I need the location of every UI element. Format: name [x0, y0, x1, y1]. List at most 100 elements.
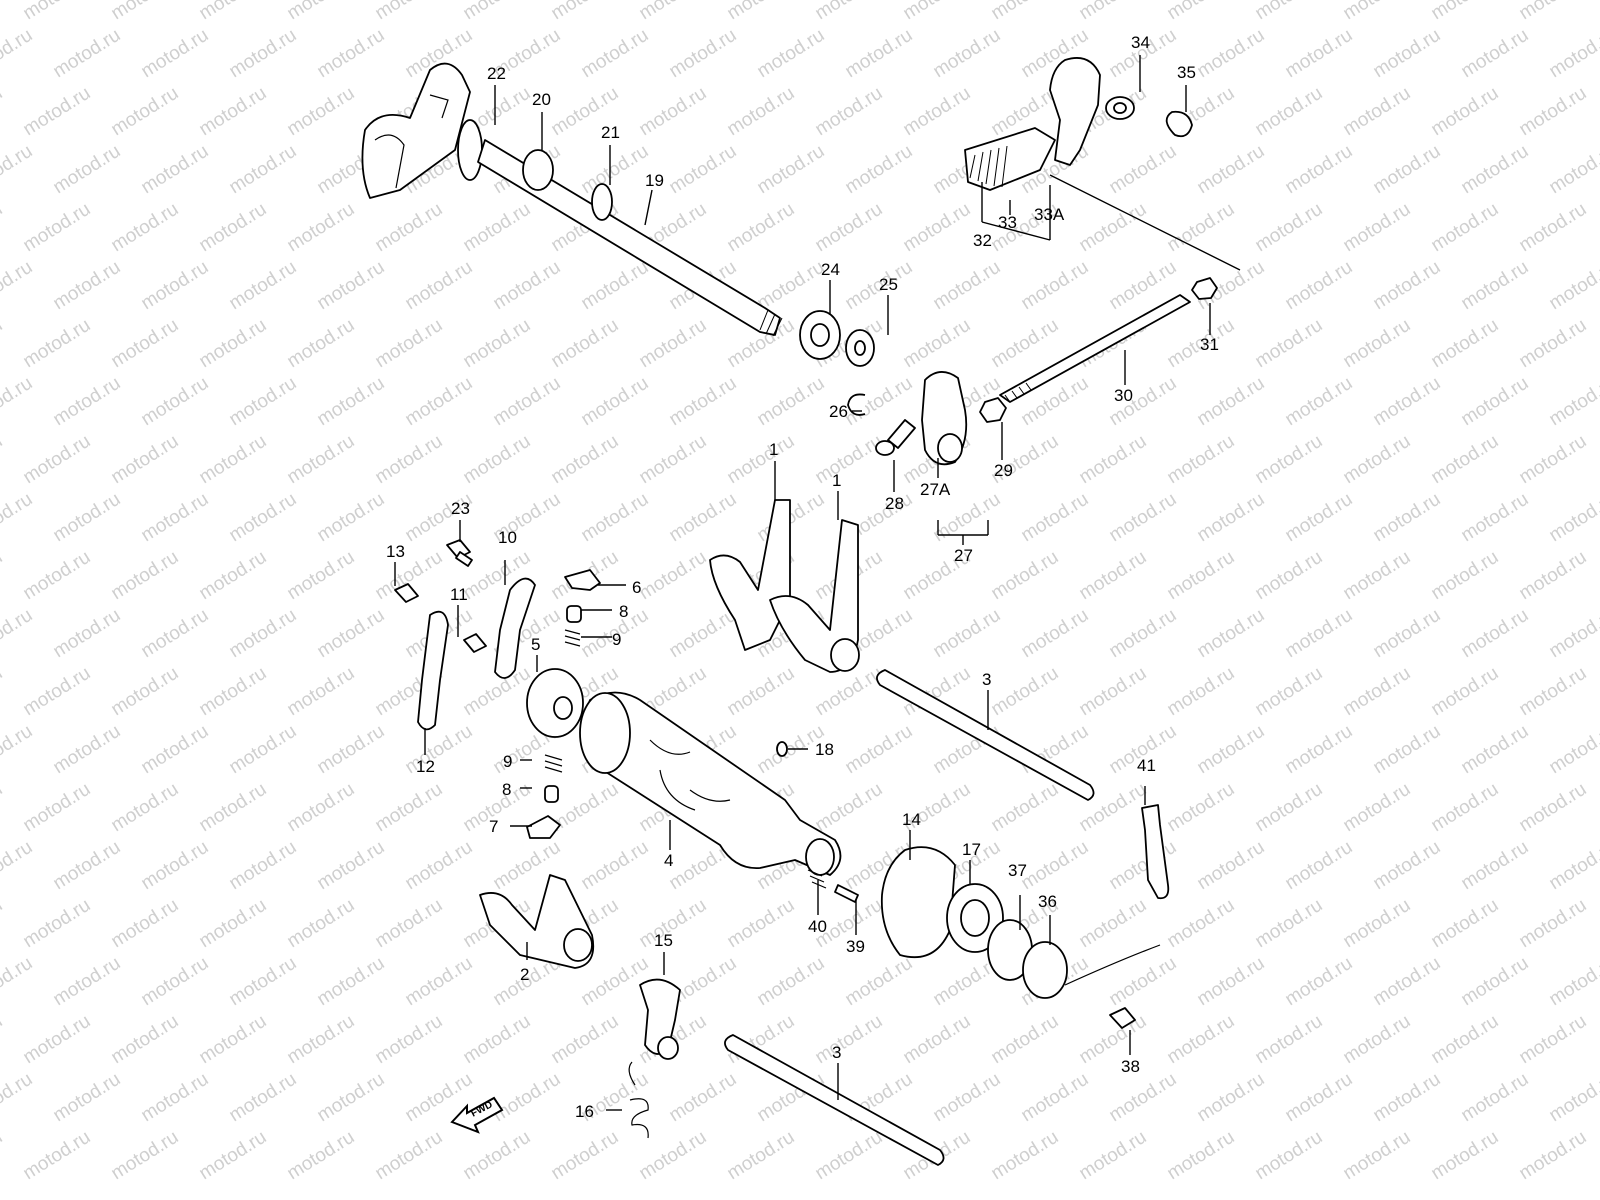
watermark-text: motod.ru	[0, 663, 6, 721]
watermark-text: motod.ru	[1340, 199, 1415, 257]
watermark-text: motod.ru	[1458, 373, 1533, 431]
watermark-text: motod.ru	[1458, 25, 1533, 83]
watermark-text: motod.ru	[108, 547, 183, 605]
watermark-text: motod.ru	[314, 373, 389, 431]
watermark-text: motod.ru	[50, 605, 125, 663]
watermark-text: motod.ru	[0, 257, 36, 315]
watermark-text: motod.ru	[1516, 779, 1591, 837]
watermark-text: motod.ru	[372, 895, 447, 953]
callout-9a: 9	[612, 630, 621, 649]
watermark-text: motod.ru	[1252, 199, 1327, 257]
watermark-text: motod.ru	[196, 895, 271, 953]
watermark-text: motod.ru	[1516, 895, 1591, 953]
callout-13: 13	[386, 542, 405, 561]
watermark-text: motod.ru	[490, 1069, 565, 1127]
watermark-text: motod.ru	[490, 257, 565, 315]
callout-11: 11	[450, 585, 468, 604]
callout-35: 35	[1177, 63, 1196, 82]
watermark-text: motod.ru	[0, 431, 6, 489]
callout-41: 41	[1137, 756, 1156, 775]
watermark-text: motod.ru	[108, 315, 183, 373]
watermark-text: motod.ru	[460, 199, 535, 257]
watermark-text: motod.ru	[1546, 25, 1600, 83]
watermark-text: motod.ru	[1282, 1069, 1357, 1127]
watermark-text: motod.ru	[196, 1127, 271, 1185]
watermark-text: motod.ru	[226, 721, 301, 779]
watermark-text: motod.ru	[138, 489, 213, 547]
callout-18: 18	[815, 740, 834, 759]
watermark-text: motod.ru	[1194, 25, 1269, 83]
watermark-text: motod.ru	[284, 315, 359, 373]
watermark-text: motod.ru	[1546, 373, 1600, 431]
watermark-text: motod.ru	[284, 895, 359, 953]
watermark-text: motod.ru	[1106, 141, 1181, 199]
callout-24: 24	[821, 260, 840, 279]
callout-6: 6	[632, 578, 641, 597]
watermark-text: motod.ru	[1458, 837, 1533, 895]
watermark-text: motod.ru	[988, 663, 1063, 721]
stopper-plates	[394, 539, 536, 731]
clamp-bracket	[1141, 804, 1170, 900]
cam-and-stopper-parts	[526, 569, 601, 839]
watermark-text: motod.ru	[108, 895, 183, 953]
watermark-text: motod.ru	[314, 1069, 389, 1127]
watermark-text: motod.ru	[842, 721, 917, 779]
watermark-text: motod.ru	[1164, 1127, 1239, 1185]
watermark-text: motod.ru	[372, 315, 447, 373]
watermark-text: motod.ru	[548, 431, 623, 489]
watermark-text: motod.ru	[1546, 1069, 1600, 1127]
watermark-text: motod.ru	[1018, 605, 1093, 663]
watermark-text: motod.ru	[666, 25, 741, 83]
watermark-text: motod.ru	[1194, 605, 1269, 663]
watermark-text: motod.ru	[1164, 199, 1239, 257]
watermark-text: motod.ru	[1282, 837, 1357, 895]
watermark-text: motod.ru	[0, 721, 36, 779]
watermark-text: motod.ru	[988, 1127, 1063, 1185]
watermark-text: motod.ru	[196, 83, 271, 141]
watermark-text: motod.ru	[1546, 605, 1600, 663]
watermark-text: motod.ru	[578, 489, 653, 547]
watermark-text: motod.ru	[1282, 605, 1357, 663]
watermark-text: motod.ru	[812, 779, 887, 837]
shift-forks	[479, 499, 860, 969]
watermark-text: motod.ru	[578, 141, 653, 199]
watermark-text: motod.ru	[812, 1127, 887, 1185]
watermark-text: motod.ru	[988, 0, 1063, 24]
watermark-text: motod.ru	[284, 663, 359, 721]
watermark-text: motod.ru	[1164, 663, 1239, 721]
watermark-text: motod.ru	[108, 779, 183, 837]
watermark-text: motod.ru	[0, 547, 6, 605]
watermark-text: motod.ru	[1164, 547, 1239, 605]
callout-16: 16	[575, 1102, 594, 1121]
callout-3b: 3	[832, 1043, 841, 1062]
watermark-text: motod.ru	[108, 199, 183, 257]
watermark-text: motod.ru	[988, 315, 1063, 373]
watermark-text: motod.ru	[284, 779, 359, 837]
watermark-text: motod.ru	[402, 837, 477, 895]
watermark-text: motod.ru	[1516, 199, 1591, 257]
watermark-text: motod.ru	[1340, 1011, 1415, 1069]
watermark-text: motod.ru	[372, 1127, 447, 1185]
watermark-text: motod.ru	[1252, 547, 1327, 605]
callout-10: 10	[498, 528, 517, 547]
watermark-text: motod.ru	[1428, 431, 1503, 489]
watermark-text: motod.ru	[1194, 141, 1269, 199]
watermark-text: motod.ru	[1428, 83, 1503, 141]
watermark-text: motod.ru	[1340, 315, 1415, 373]
watermark-text: motod.ru	[1106, 837, 1181, 895]
watermark-text: motod.ru	[900, 315, 975, 373]
watermark-text: motod.ru	[1546, 141, 1600, 199]
watermark-text: motod.ru	[372, 1011, 447, 1069]
watermark-text: motod.ru	[1370, 257, 1445, 315]
watermark-text: motod.ru	[50, 721, 125, 779]
watermark-text: motod.ru	[196, 663, 271, 721]
watermark-text: motod.ru	[50, 25, 125, 83]
watermark-text: motod.ru	[1340, 431, 1415, 489]
watermark-text: motod.ru	[724, 83, 799, 141]
callout-8b: 8	[502, 780, 511, 799]
watermark-text: motod.ru	[226, 837, 301, 895]
callout-26: 26	[829, 402, 848, 421]
watermark-text: motod.ru	[138, 373, 213, 431]
shift-rod-group	[979, 277, 1218, 423]
callout-15: 15	[654, 931, 673, 950]
